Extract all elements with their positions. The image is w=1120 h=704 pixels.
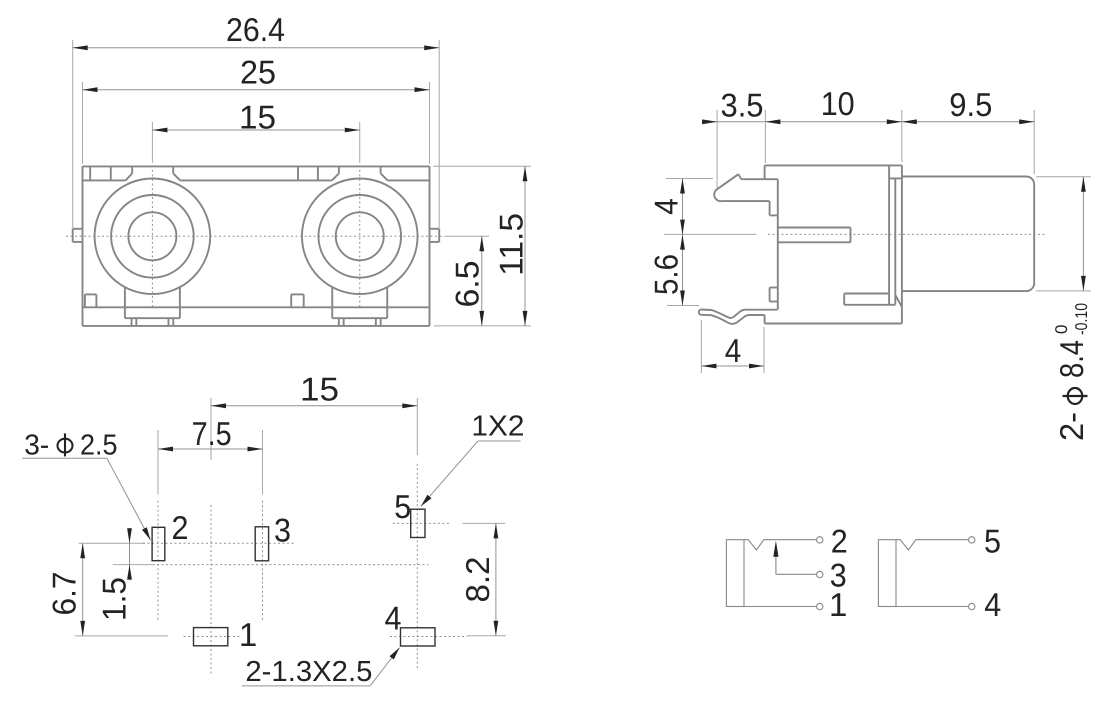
svg-text:3.5: 3.5 [721,86,764,123]
svg-text:10: 10 [821,85,855,122]
svg-text:2: 2 [172,509,189,546]
svg-text:1: 1 [239,616,257,653]
svg-text:0: 0 [1052,325,1071,334]
svg-text:7.5: 7.5 [192,415,232,452]
svg-text:6.5: 6.5 [448,261,485,308]
svg-text:26.4: 26.4 [226,11,285,48]
svg-text:4: 4 [725,332,742,369]
svg-text:2: 2 [831,522,848,559]
svg-text:25: 25 [240,53,276,90]
svg-text:8.2: 8.2 [459,557,496,603]
svg-text:5: 5 [984,522,1001,559]
svg-text:3-: 3- [24,430,49,462]
svg-text:9.5: 9.5 [949,86,992,123]
svg-text:1.5: 1.5 [95,577,132,621]
svg-text:11.5: 11.5 [492,213,529,276]
svg-text:-0.10: -0.10 [1072,303,1091,335]
svg-text:3: 3 [830,557,847,594]
svg-text:4: 4 [984,586,1001,623]
svg-text:3: 3 [274,511,291,548]
svg-text:1: 1 [829,586,847,623]
svg-text:4: 4 [385,599,402,636]
svg-text:15: 15 [239,98,276,135]
svg-text:8.4: 8.4 [1053,340,1090,378]
svg-text:5: 5 [394,488,411,525]
svg-text:2-1.3X2.5: 2-1.3X2.5 [245,656,372,688]
svg-text:6.7: 6.7 [45,572,82,616]
svg-text:2-: 2- [1053,412,1090,441]
svg-text:5.6: 5.6 [647,254,684,295]
svg-text:4: 4 [647,198,684,215]
svg-text:2.5: 2.5 [80,430,118,462]
svg-text:15: 15 [300,370,339,407]
svg-text:1X2: 1X2 [471,410,524,442]
